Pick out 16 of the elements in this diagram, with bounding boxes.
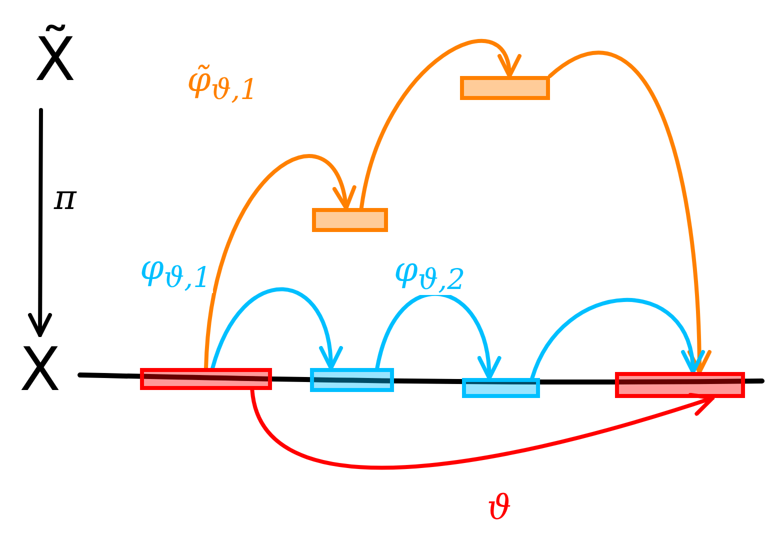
interval-bar [615,372,745,398]
arrow [250,388,714,470]
interval-bar [462,378,540,398]
arrow [548,50,712,374]
arrow [530,298,703,380]
interval-bar [140,368,272,390]
arrow [28,108,52,337]
interval-bar [310,368,394,392]
space-label: X [10,335,70,405]
arrow [359,39,518,210]
arrow [210,287,342,370]
interval-bar [312,208,388,232]
interval-bar [460,76,550,100]
arrow [204,154,354,370]
space-label: X̃ [20,10,90,110]
arrow [375,292,500,380]
